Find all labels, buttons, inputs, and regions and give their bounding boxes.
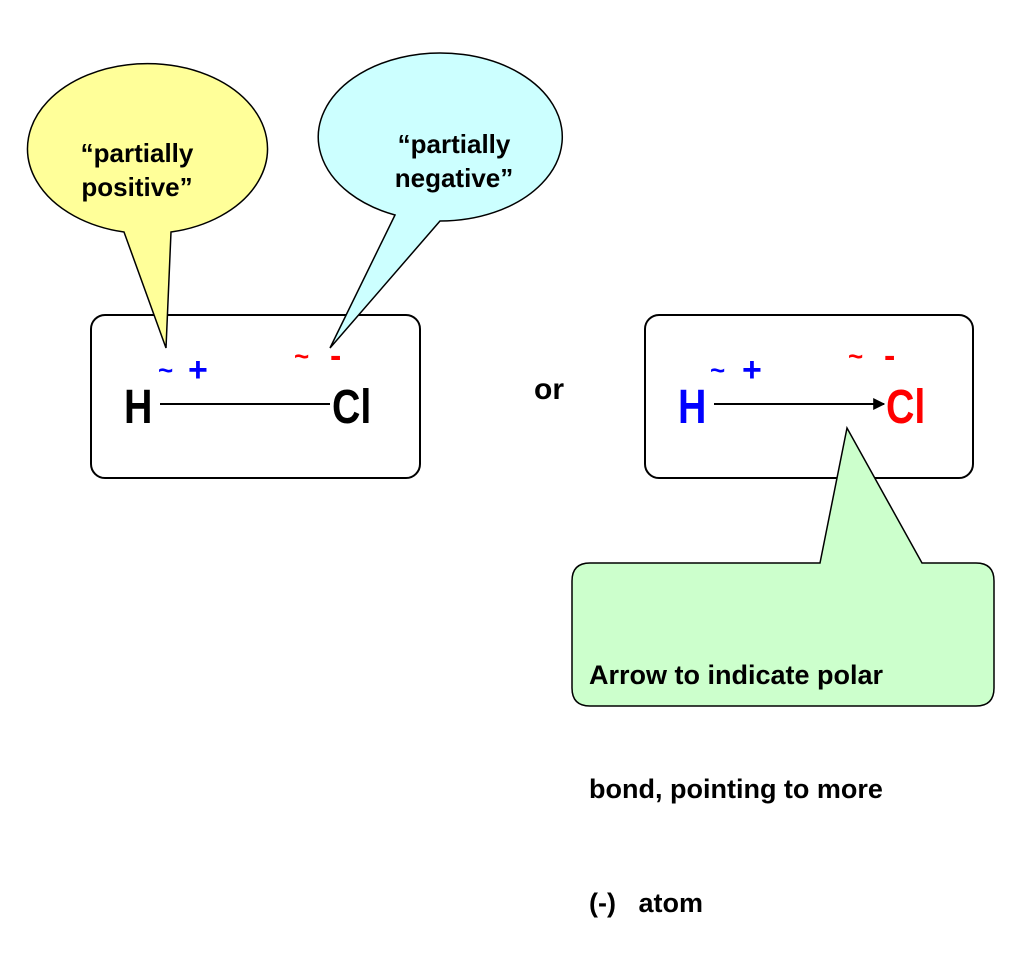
right-chlorine-atom: Cl [886, 381, 926, 434]
positive-bubble-line-2: positive” [81, 172, 193, 202]
right-delta-plus-sign: + [742, 351, 762, 389]
right-hydrogen-atom: H [678, 381, 707, 434]
note-text: Arrow to indicate polar bond, pointing t… [589, 580, 883, 960]
note-line-3: (-) atom [589, 888, 703, 918]
note-line-1: Arrow to indicate polar [589, 660, 884, 690]
left-chlorine-atom: Cl [332, 381, 372, 434]
or-connector: or [534, 373, 564, 406]
positive-bubble-line-1: “partially [80, 138, 194, 168]
right-delta-minus-sign: - [884, 337, 896, 375]
note-line-2: bond, pointing to more [589, 774, 883, 804]
left-delta-plus-tilde: ~ [158, 355, 174, 385]
left-delta-minus-tilde: ~ [294, 341, 310, 371]
left-delta-minus-sign: - [330, 337, 342, 375]
note-callout [571, 425, 995, 707]
left-delta-plus-sign: + [188, 351, 208, 389]
right-delta-minus-tilde: ~ [848, 341, 864, 371]
negative-bubble-line-2: negative” [394, 163, 514, 193]
negative-callout-bubble [317, 52, 564, 349]
left-hydrogen-atom: H [124, 381, 153, 434]
negative-bubble-text: “partially negative” [354, 127, 554, 195]
positive-bubble-text: “partially positive” [37, 136, 237, 204]
left-molecule-box [90, 314, 421, 479]
negative-bubble-line-1: “partially [397, 129, 511, 159]
right-molecule-box [644, 314, 974, 479]
right-delta-plus-tilde: ~ [710, 355, 726, 385]
positive-callout-bubble [26, 62, 269, 349]
diagram-canvas [26, 52, 995, 707]
